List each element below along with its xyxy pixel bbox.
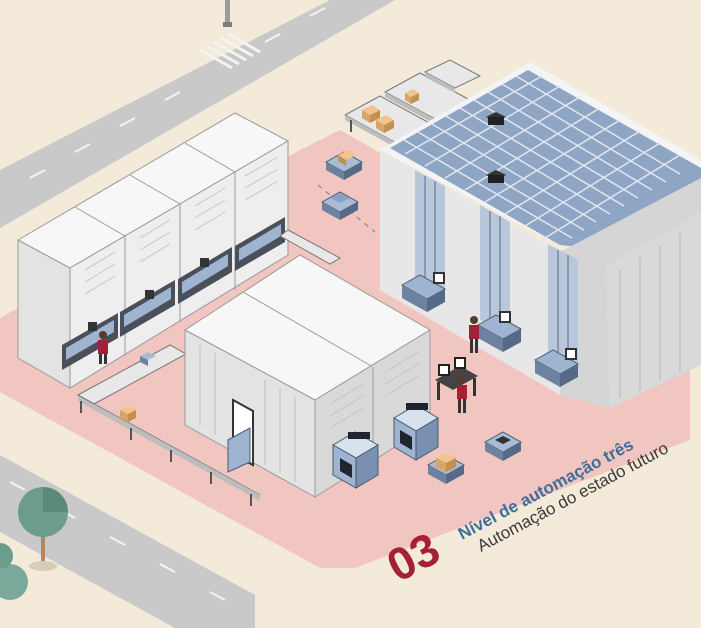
mobile-robot <box>426 453 466 484</box>
picking-workstation <box>533 348 580 387</box>
vertical-lift-modules <box>16 112 290 389</box>
packing-station <box>435 357 478 400</box>
operator-person <box>469 316 479 353</box>
crosswalk <box>199 32 261 70</box>
operator-person <box>457 376 467 413</box>
mobile-robot <box>483 431 523 461</box>
dock-shuttle <box>393 403 439 461</box>
picking-workstation <box>476 311 523 352</box>
parcel-box <box>362 89 419 133</box>
mobile-robot <box>320 191 360 220</box>
operator-person <box>98 331 108 364</box>
road-top <box>0 0 395 228</box>
picking-workstation <box>400 272 447 312</box>
mobile-robot <box>324 150 364 180</box>
tree <box>18 487 68 571</box>
roof-robot <box>486 112 506 183</box>
tree-small <box>0 543 28 600</box>
dock-shuttle <box>332 431 379 489</box>
street-pole <box>225 0 230 26</box>
conveyor-loop <box>76 229 342 506</box>
